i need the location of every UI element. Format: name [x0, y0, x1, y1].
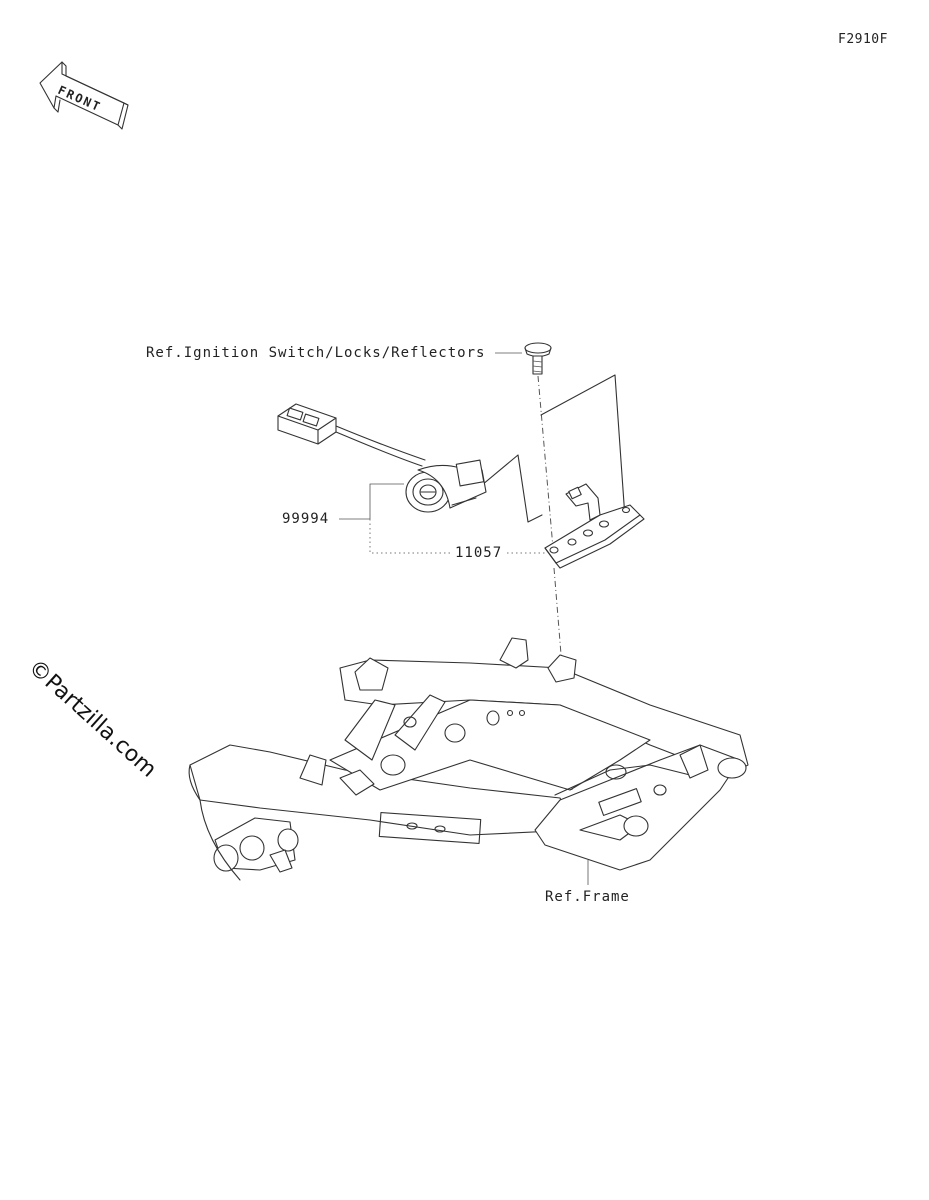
- callout-ref-frame: Ref.Frame: [545, 889, 630, 905]
- bolt-icon: [524, 342, 552, 375]
- leader-11057-left: [369, 519, 450, 554]
- wire: [335, 425, 426, 461]
- mounting-bracket-icon: [544, 483, 645, 569]
- bracket-leader-top: [540, 374, 626, 519]
- figure-code: F2910F: [838, 32, 888, 47]
- switch-leader: [469, 454, 543, 523]
- callout-part-99994: 99994: [282, 511, 330, 527]
- wire-lower: [335, 431, 423, 467]
- bolt-centerline: [537, 375, 554, 549]
- connector-icon: [277, 403, 337, 445]
- frame-icon: [188, 637, 749, 881]
- leader-99994: [339, 483, 404, 520]
- callout-part-11057: 11057: [455, 545, 503, 561]
- callout-ref-ignition: Ref.Ignition Switch/Locks/Reflectors: [146, 345, 486, 361]
- ignition-switch-icon: [405, 459, 487, 513]
- front-arrow-icon: FRONT: [39, 61, 129, 130]
